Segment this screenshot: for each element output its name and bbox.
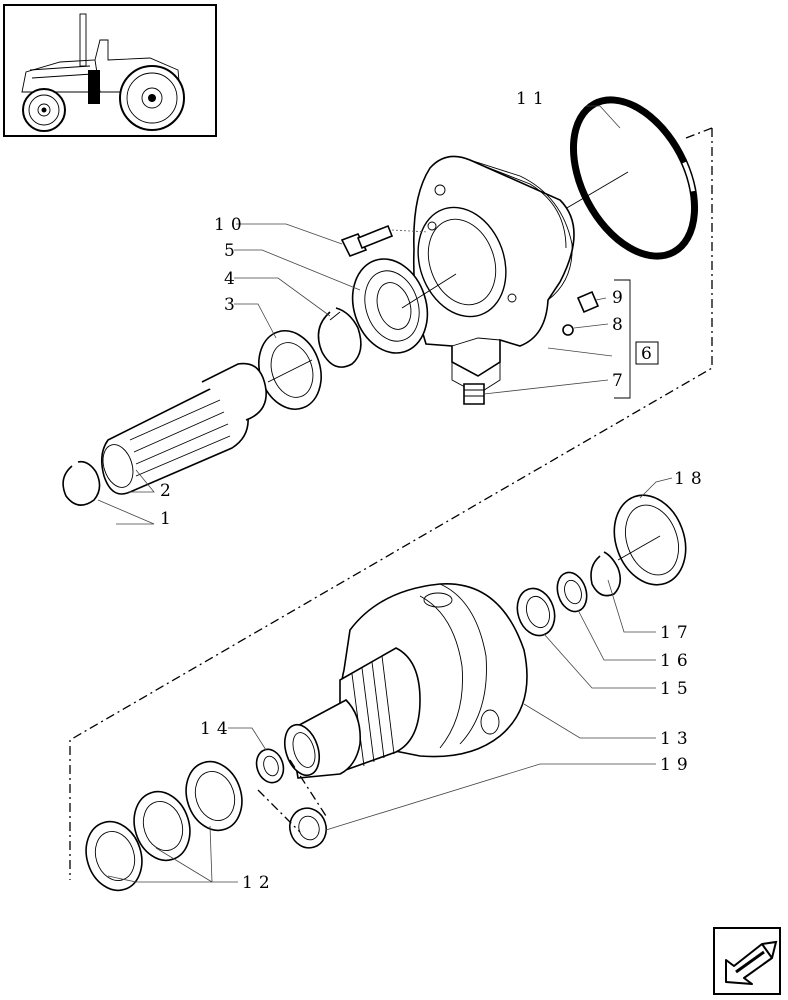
circlip-4 bbox=[317, 307, 362, 368]
callout-4: 4 bbox=[224, 269, 241, 289]
callout-17: 17 bbox=[660, 623, 694, 643]
splined-shaft-2 bbox=[100, 362, 267, 495]
ball-8 bbox=[562, 324, 574, 336]
leader-lines bbox=[97, 105, 673, 883]
callout-12: 12 bbox=[242, 873, 276, 893]
callout-14: 14 bbox=[200, 719, 234, 739]
bushing-19 bbox=[257, 759, 328, 849]
shim-rings-12 bbox=[85, 760, 243, 892]
callout-15: 15 bbox=[660, 679, 694, 699]
callout-6-box bbox=[635, 341, 659, 365]
callout-5: 5 bbox=[224, 241, 241, 261]
callout-19: 19 bbox=[660, 755, 694, 775]
callout-10: 10 bbox=[214, 215, 248, 235]
washer-16 bbox=[556, 571, 588, 613]
callout-1: 1 bbox=[160, 509, 177, 529]
bolt-10 bbox=[340, 224, 429, 258]
needle-bearing-15 bbox=[516, 587, 556, 637]
tractor-thumbnail[interactable] bbox=[3, 4, 217, 137]
set-screw-7 bbox=[463, 383, 485, 405]
hub-13 bbox=[283, 583, 528, 779]
bearing-5 bbox=[351, 258, 457, 354]
callout-9: 9 bbox=[612, 288, 629, 308]
snap-ring-1 bbox=[62, 460, 101, 506]
plug-9 bbox=[576, 290, 600, 314]
callout-18: 18 bbox=[674, 469, 708, 489]
washer-14 bbox=[255, 748, 285, 784]
callout-2: 2 bbox=[160, 481, 177, 501]
callout-3: 3 bbox=[224, 295, 241, 315]
next-page-arrow-icon[interactable] bbox=[713, 927, 781, 995]
housing-6 bbox=[412, 155, 575, 395]
assembly-boundary bbox=[69, 128, 713, 880]
callout-16: 16 bbox=[660, 651, 694, 671]
callout-6: 6 bbox=[641, 344, 658, 364]
callout-11: 11 bbox=[516, 89, 550, 109]
seal-18 bbox=[613, 494, 687, 586]
callout-13: 13 bbox=[660, 729, 694, 749]
circlip-17 bbox=[590, 551, 622, 597]
callout-8: 8 bbox=[612, 315, 629, 335]
callout-7: 7 bbox=[612, 371, 629, 391]
o-ring-11 bbox=[559, 96, 699, 260]
